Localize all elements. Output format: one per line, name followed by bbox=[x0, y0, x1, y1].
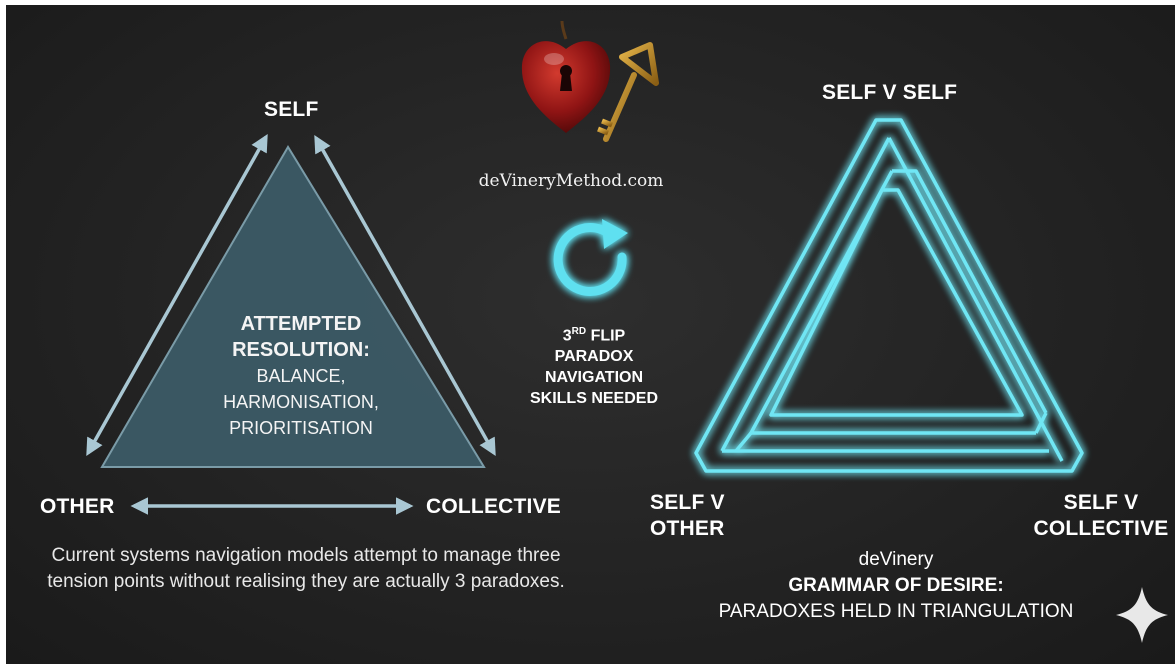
collective-label: COLLECTIVE bbox=[426, 495, 562, 518]
flip-title: 3RD FLIP bbox=[562, 326, 626, 345]
arrow-self-other bbox=[86, 133, 268, 457]
left-caption: Current systems navigation models attemp… bbox=[47, 545, 565, 592]
self-label: SELF bbox=[264, 98, 319, 121]
sparkle-icon bbox=[1116, 587, 1168, 643]
resolution-title: ATTEMPTED RESOLUTION: bbox=[232, 313, 370, 361]
flip-block: 3RD FLIP PARADOX NAVIGATION SKILLS NEEDE… bbox=[514, 321, 674, 409]
apple-heart-keyhole-icon bbox=[521, 20, 611, 133]
website-label: deVineryMethod.com bbox=[478, 171, 664, 191]
flip-line-3: SKILLS NEEDED bbox=[529, 390, 658, 408]
circular-arrow-icon bbox=[553, 219, 628, 296]
diagram-canvas: SELF OTHER COLLECTIVE ATTEMPTED RESOLUTI… bbox=[6, 5, 1175, 664]
resolution-body: BALANCE, HARMONISATION, PRIORITISATION bbox=[223, 366, 379, 438]
self-v-other-label: SELF V OTHER bbox=[650, 491, 725, 540]
grammar-subheading: PARADOXES HELD IN TRIANGULATION bbox=[718, 601, 1074, 622]
grammar-heading: GRAMMAR OF DESIRE: bbox=[788, 575, 1004, 596]
diagram-graphics bbox=[86, 20, 1168, 643]
brand-name: deVinery bbox=[858, 549, 934, 570]
key-icon bbox=[597, 42, 659, 142]
arrow-self-collective bbox=[314, 134, 496, 457]
neon-impossible-triangle bbox=[694, 118, 1084, 473]
flip-line-2: NAVIGATION bbox=[544, 369, 644, 387]
flip-line-1: PARADOX bbox=[554, 348, 634, 366]
right-caption: deVinery GRAMMAR OF DESIRE: PARADOXES HE… bbox=[646, 547, 1146, 625]
self-v-collective-label: SELF V COLLECTIVE bbox=[1033, 491, 1169, 540]
attempted-resolution-block: ATTEMPTED RESOLUTION: BALANCE, HARMONISA… bbox=[186, 311, 416, 441]
self-v-self-label: SELF V SELF bbox=[822, 81, 958, 104]
other-label: OTHER bbox=[40, 495, 115, 518]
